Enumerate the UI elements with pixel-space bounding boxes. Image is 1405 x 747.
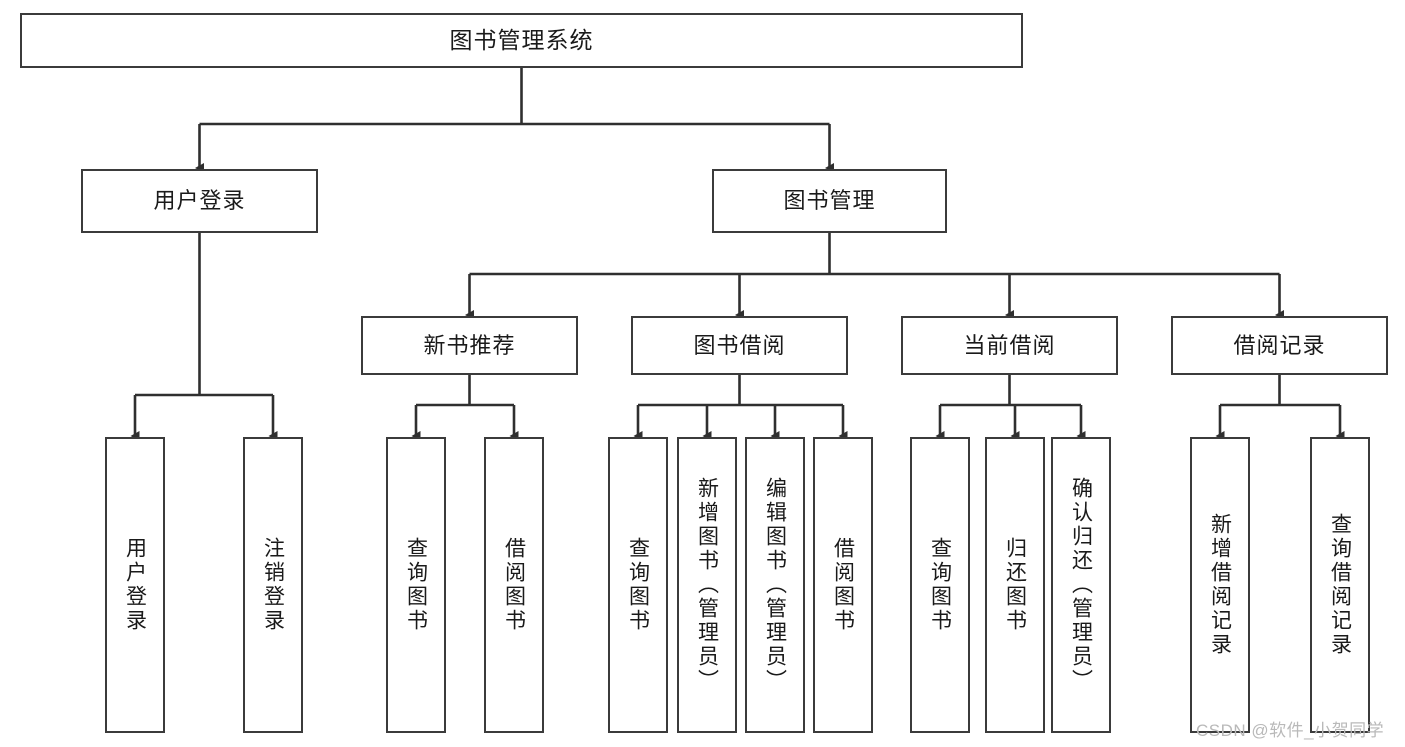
node-label-leaf-edit-book: 编辑图书（管理员） [763,477,787,693]
node-leaf-query-book-3[interactable]: 查询图书 [910,437,970,733]
node-label-leaf-add-book: 新增图书（管理员） [695,477,719,693]
node-label-leaf-query-book-1: 查询图书 [404,537,428,633]
node-label-root: 图书管理系统 [449,26,594,53]
node-leaf-borrow-book-2[interactable]: 借阅图书 [813,437,873,733]
node-label-leaf-query-record: 查询借阅记录 [1328,513,1352,657]
node-label-leaf-query-book-3: 查询图书 [928,537,952,633]
node-label-leaf-user-logout: 注销登录 [261,537,285,633]
node-label-leaf-borrow-book-2: 借阅图书 [831,537,855,633]
node-label-book-borrow: 图书借阅 [693,332,786,358]
node-leaf-query-record[interactable]: 查询借阅记录 [1310,437,1370,733]
node-current-borrow[interactable]: 当前借阅 [901,316,1118,375]
node-leaf-query-book-1[interactable]: 查询图书 [386,437,446,733]
csdn-watermark: CSDN @软件_小贺同学 [1196,721,1385,740]
node-label-current-borrow: 当前借阅 [963,332,1056,358]
connector-group [130,68,1345,441]
node-root[interactable]: 图书管理系统 [20,13,1023,68]
node-label-new-book-rec: 新书推荐 [423,332,516,358]
node-leaf-user-login[interactable]: 用户登录 [105,437,165,733]
node-leaf-user-logout[interactable]: 注销登录 [243,437,303,733]
node-label-leaf-add-record: 新增借阅记录 [1208,513,1232,657]
node-leaf-confirm-return[interactable]: 确认归还（管理员） [1051,437,1111,733]
node-label-leaf-return-book: 归还图书 [1003,537,1027,633]
node-leaf-add-record[interactable]: 新增借阅记录 [1190,437,1250,733]
node-leaf-return-book[interactable]: 归还图书 [985,437,1045,733]
node-leaf-edit-book[interactable]: 编辑图书（管理员） [745,437,805,733]
node-book-borrow[interactable]: 图书借阅 [631,316,848,375]
node-book-manage[interactable]: 图书管理 [712,169,947,233]
node-label-leaf-user-login: 用户登录 [123,537,147,633]
node-borrow-record[interactable]: 借阅记录 [1171,316,1388,375]
node-leaf-borrow-book-1[interactable]: 借阅图书 [484,437,544,733]
node-leaf-add-book[interactable]: 新增图书（管理员） [677,437,737,733]
node-new-book-rec[interactable]: 新书推荐 [361,316,578,375]
node-label-borrow-record: 借阅记录 [1233,332,1326,358]
node-label-leaf-borrow-book-1: 借阅图书 [502,537,526,633]
node-label-leaf-query-book-2: 查询图书 [626,537,650,633]
node-user-login[interactable]: 用户登录 [81,169,318,233]
node-leaf-query-book-2[interactable]: 查询图书 [608,437,668,733]
node-label-user-login: 用户登录 [153,188,246,214]
node-label-book-manage: 图书管理 [783,188,876,214]
node-label-leaf-confirm-return: 确认归还（管理员） [1069,477,1093,693]
